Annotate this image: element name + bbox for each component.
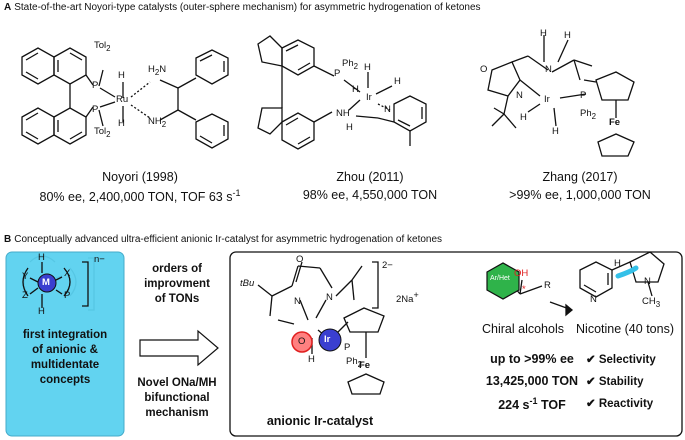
- check-icon: ✔: [586, 354, 596, 366]
- zhou-stats: 98% ee, 4,550,000 TON: [302, 188, 438, 202]
- zhang-fe: Fe: [609, 117, 621, 128]
- anionic-counter: 2Na+: [396, 290, 419, 306]
- zhang-name: Zhang (2017): [542, 170, 618, 184]
- zhang-p: P: [580, 90, 587, 101]
- zhang-h-n: H: [564, 30, 571, 41]
- anionic-oxygen-circle: [291, 331, 313, 353]
- check-reactivity: ✔ Reactivity: [586, 398, 654, 410]
- zhang-h-ir1: H: [520, 112, 527, 123]
- result-ton: 13,425,000 TON: [485, 374, 579, 388]
- noyori-h1: H: [118, 70, 125, 81]
- anionic-fe: Fe: [359, 360, 371, 371]
- zhou-p: P: [334, 68, 341, 79]
- noyori-name: Noyori (1998): [102, 170, 178, 184]
- concept-m: M: [42, 277, 50, 288]
- noyori-p-top: P: [92, 80, 99, 91]
- anionic-o-ring: O: [298, 336, 306, 347]
- concept-p: P: [64, 290, 71, 301]
- nicotine-n-ring: N: [590, 294, 597, 305]
- anionic-bonds: [257, 261, 385, 395]
- check-icon: ✔: [586, 376, 596, 388]
- noyori-tol-top: Tol2: [94, 40, 111, 53]
- anionic-ph2: Ph2: [346, 356, 363, 369]
- anionic-h: H: [308, 354, 315, 365]
- concept-x: X: [64, 268, 71, 279]
- result-tof: 224 s-1 TOF: [498, 396, 566, 413]
- nicotine-h: H: [614, 258, 621, 269]
- zhou-spiro: [257, 35, 427, 150]
- product-oh: OH: [514, 268, 529, 279]
- zhang-o: O: [480, 64, 488, 75]
- nicotine-caption: Nicotine (40 tons): [576, 322, 674, 336]
- zhou-h-a: H: [364, 62, 371, 73]
- result-box: [229, 251, 683, 437]
- noyori-stats: 80% ee, 2,400,000 TON, TOF 63 s-1: [39, 188, 241, 205]
- anionic-o-top: O: [296, 254, 304, 265]
- product-star: *: [522, 284, 526, 295]
- anionic-tbu: tBu: [240, 278, 255, 289]
- concept-text: first integration of anionic & multident…: [22, 329, 108, 386]
- anionic-ir-circle: [318, 328, 342, 352]
- concept-charge: n−: [94, 254, 105, 265]
- zhang-stats: >99% ee, 1,000,000 TON: [509, 188, 651, 202]
- zhang-h-top: H: [540, 28, 547, 39]
- zhang-h-ir2: H: [552, 126, 559, 137]
- conceptual-arrow: [139, 329, 219, 367]
- anionic-n1: N: [294, 296, 301, 307]
- noyori-tol-bot: Tol2: [94, 126, 111, 139]
- nicotine-highlight: [615, 265, 639, 279]
- middle-top-text: orders of improvment of TONs: [144, 263, 210, 305]
- concept-y: Y: [22, 271, 29, 282]
- anionic-p: P: [344, 342, 351, 353]
- zhou-h-low: H: [346, 122, 353, 133]
- zhou-h-c: H: [394, 76, 401, 87]
- check-icon: ✔: [586, 398, 596, 410]
- nicotine-ch3: CH3: [642, 296, 661, 309]
- zhou-n: N: [384, 104, 391, 115]
- zhou-name: Zhou (2011): [336, 170, 404, 184]
- zhang-ir: Ir: [544, 94, 550, 105]
- zhou-ir: Ir: [366, 92, 372, 103]
- concept-z: Z: [22, 290, 28, 301]
- noyori-p-bot: P: [92, 104, 99, 115]
- noyori-ru-bonds: [98, 49, 229, 149]
- anionic-charge: 2−: [382, 260, 393, 271]
- noyori-binaphthyl: [21, 47, 94, 145]
- middle-bottom-text: Novel ONa/MH bifunctional mechanism: [137, 377, 217, 419]
- concept-metal-circle: [37, 273, 57, 293]
- chiral-alcohols-caption: Chiral alcohols: [482, 322, 564, 336]
- noyori-nh2-bot: NH2: [148, 116, 167, 129]
- zhou-nh: NH: [336, 108, 350, 119]
- aryl-ring: [486, 262, 520, 300]
- zhang-n: N: [516, 90, 523, 101]
- noyori-nh2-top: H2N: [148, 64, 167, 77]
- zhang-ferrocene: [487, 35, 635, 157]
- anionic-ir: Ir: [324, 334, 331, 345]
- concept-h-bot: H: [38, 306, 45, 317]
- zhou-h-b: H: [352, 84, 359, 95]
- concept-box: [5, 251, 125, 437]
- noyori-h2: H: [118, 118, 125, 129]
- zhang-ph2: Ph2: [580, 108, 597, 121]
- zhou-ph2: Ph2: [342, 58, 359, 71]
- anionic-n2: N: [326, 292, 333, 303]
- check-stability: ✔ Stability: [586, 376, 644, 388]
- check-selectivity: ✔ Selectivity: [586, 354, 656, 366]
- anionic-caption: anionic Ir-catalyst: [266, 414, 374, 428]
- product-bonds: [509, 251, 665, 317]
- concept-h-top: H: [38, 252, 45, 263]
- result-ee: up to >99% ee: [490, 352, 574, 366]
- aryl-ring-label: Ar/Het: [490, 275, 510, 282]
- nicotine-n: N: [644, 276, 651, 287]
- product-r: R: [544, 280, 551, 291]
- zhang-nh: N: [545, 64, 552, 75]
- noyori-ru: Ru: [116, 94, 129, 105]
